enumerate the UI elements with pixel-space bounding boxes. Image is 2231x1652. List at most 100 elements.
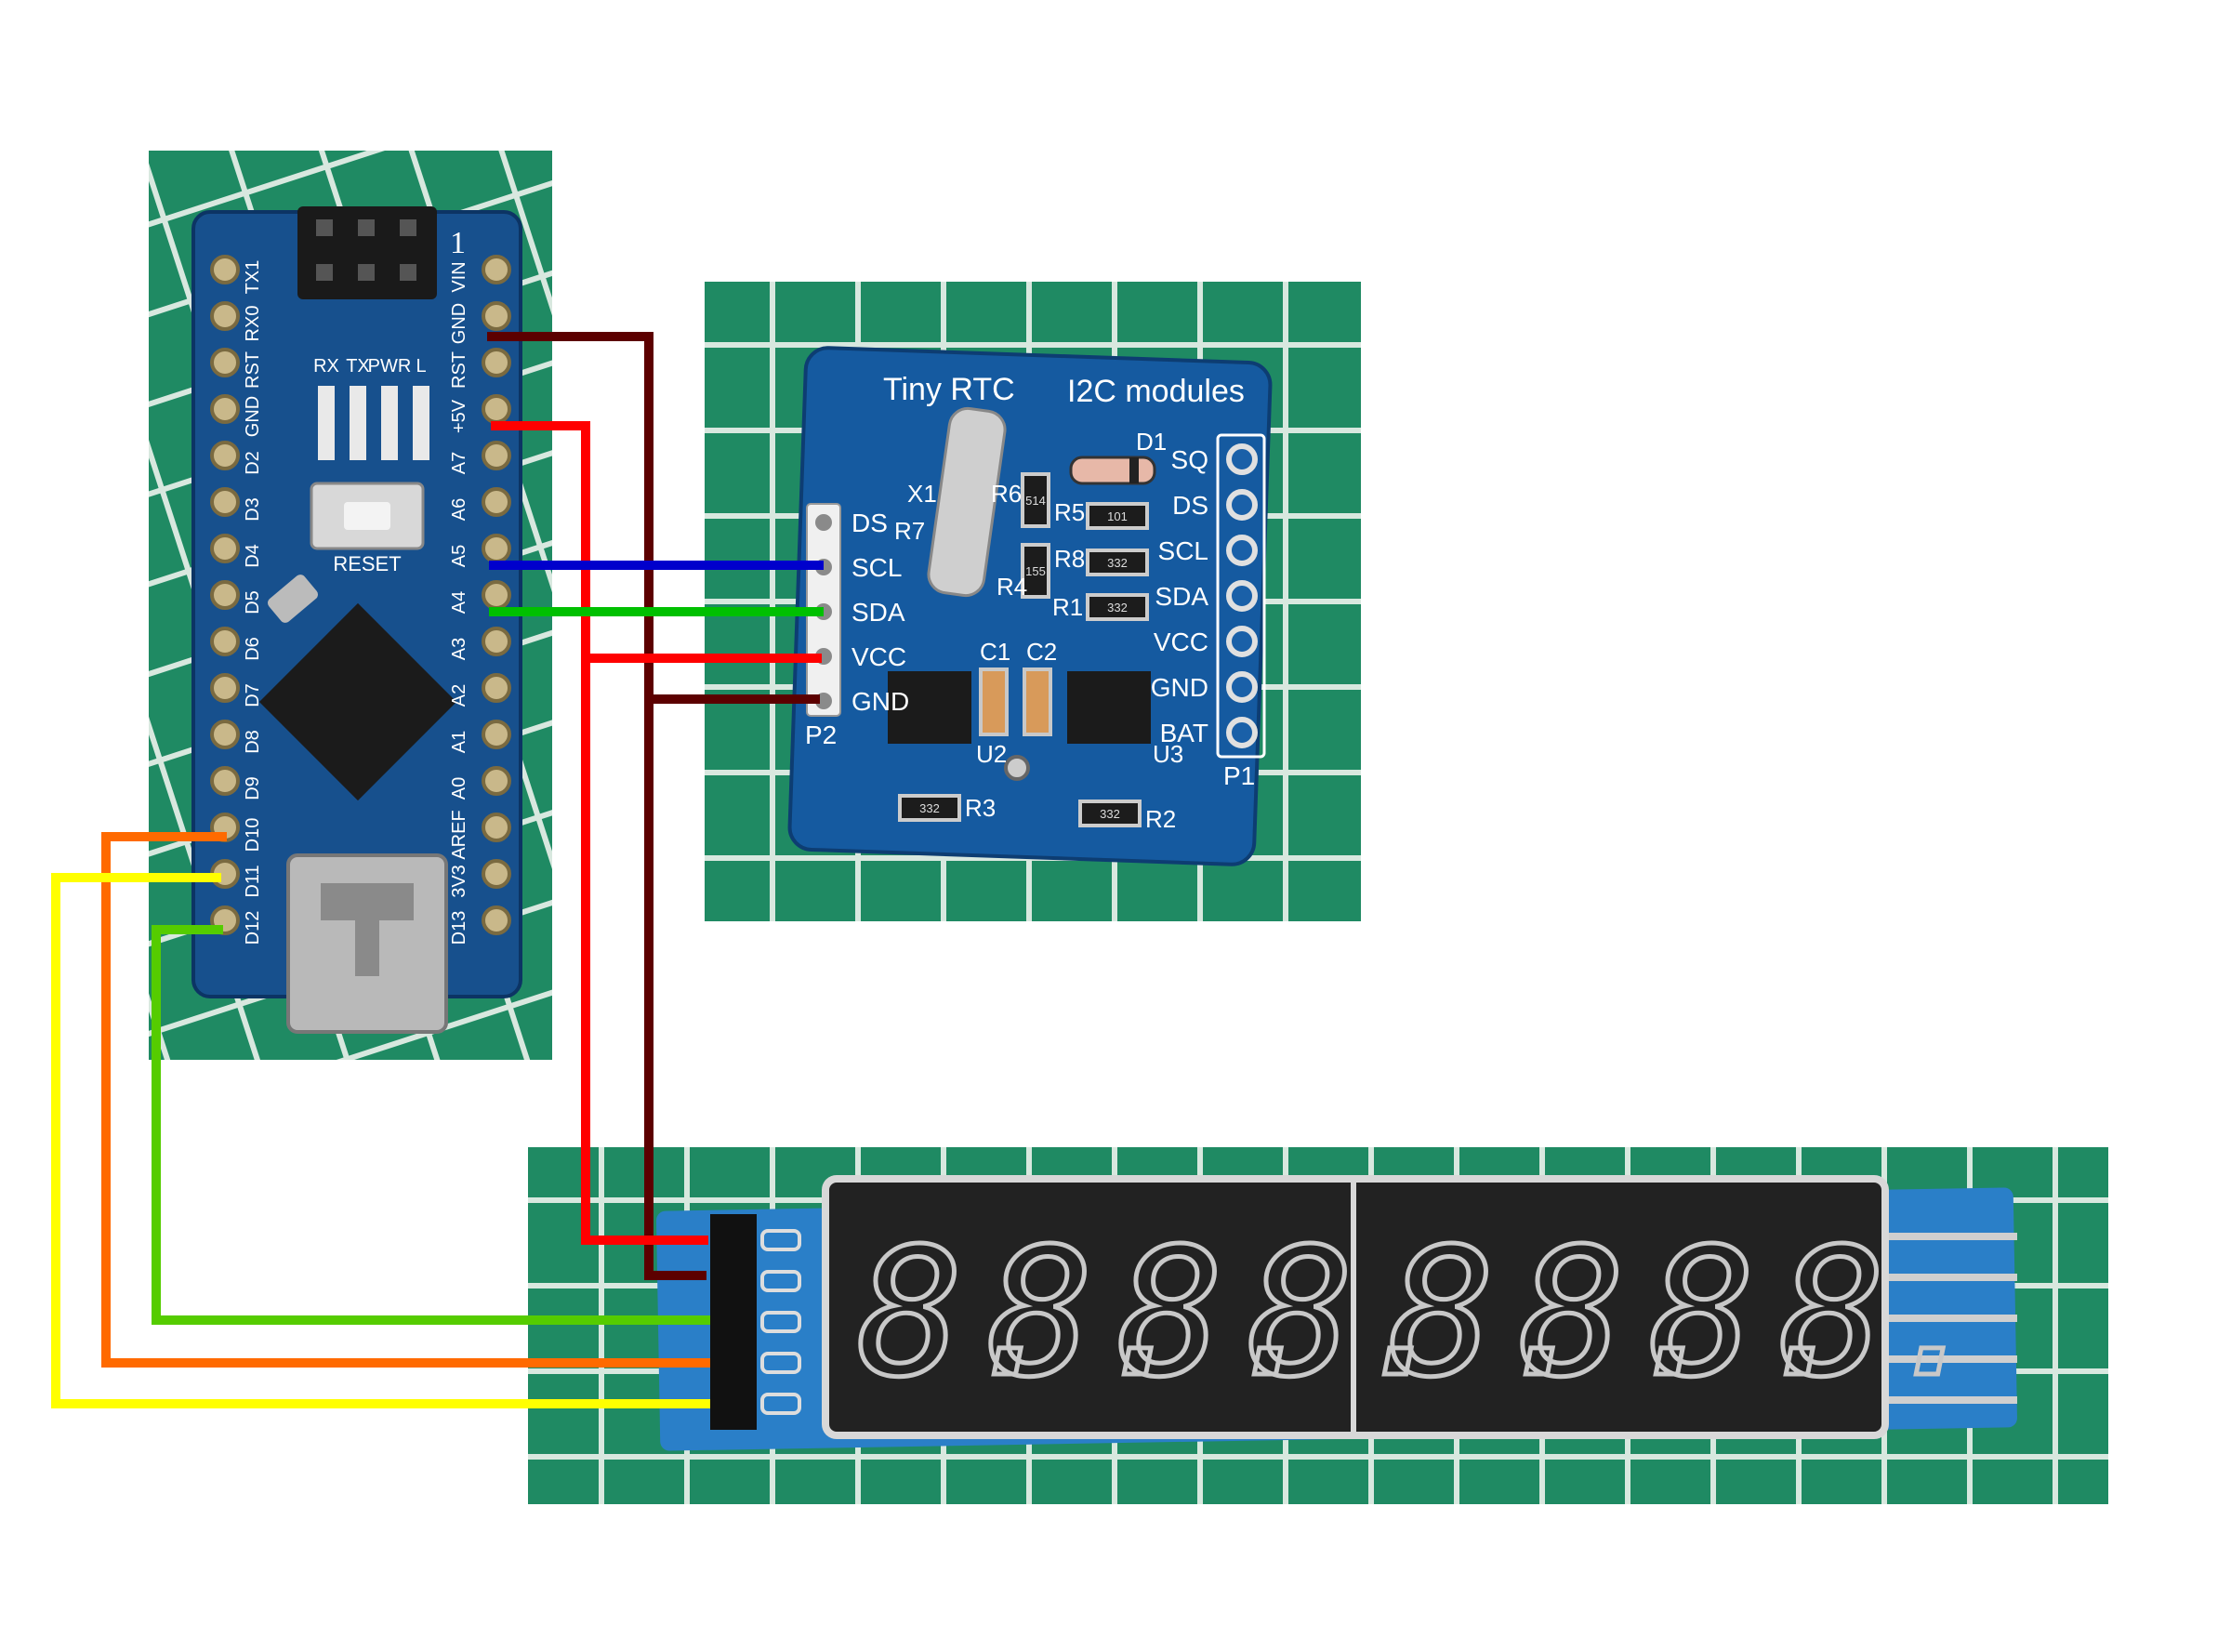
- rtc-resistor: [1086, 548, 1149, 576]
- display-input-pin-pad: [760, 1311, 801, 1333]
- rtc-component-label: R2: [1145, 805, 1176, 833]
- rtc-component-label: R7: [894, 517, 925, 545]
- display-input-pins: [760, 1229, 801, 1415]
- rtc-p1-pin: [1226, 580, 1258, 612]
- nano-right-pin-label: A3: [449, 638, 469, 660]
- icsp-pin1-label: 1: [450, 226, 466, 260]
- nano-pin-hole: [482, 301, 511, 331]
- rtc-component-label: R4: [997, 573, 1027, 601]
- nano-left-pin-label: GND: [243, 396, 263, 437]
- d11-wire: [51, 873, 710, 1408]
- seven-segment-display-photo: 8.8.8.8.8.8.8.8.: [528, 1147, 2108, 1504]
- nano-right-pin-label: RST: [449, 351, 469, 389]
- wires: [51, 332, 824, 1408]
- display-input-pin-pad: [760, 1229, 801, 1251]
- reset-label: RESET: [333, 552, 401, 575]
- nano-right-pin-label: AREF: [449, 810, 469, 859]
- rtc-p1-label: P1: [1223, 761, 1255, 790]
- nano-right-pin-label: A4: [449, 591, 469, 614]
- d12-wire: [152, 925, 710, 1325]
- nano-pin-hole: [210, 534, 240, 563]
- display-digit: 8.: [1779, 1210, 1992, 1416]
- nano-pin-hole: [210, 255, 240, 284]
- display-digit: 8.: [1649, 1210, 1862, 1416]
- nano-pin-hole: [210, 487, 240, 517]
- nano-right-pin-label: 3V3: [449, 865, 469, 898]
- nano-left-pin-label: D5: [243, 590, 263, 615]
- display-digit: 8.: [1248, 1210, 1460, 1416]
- rtc-component-label: R8: [1054, 545, 1085, 573]
- display-digits: 8.8.8.8.8.8.8.8.: [855, 1209, 1995, 1419]
- rtc-p2-pin-label: SCL: [851, 553, 902, 582]
- rtc-p2-pin-label: VCC: [851, 642, 906, 671]
- nano-pin-hole: [482, 627, 511, 656]
- rtc-subtitle: I2C modules: [1067, 374, 1245, 409]
- rtc-resistor: [1086, 593, 1149, 621]
- rtc-p1-pin-label: BAT: [1160, 719, 1208, 747]
- rtc-mounting-hole: [1004, 755, 1030, 781]
- rtc-resistor-code: 332: [1100, 807, 1120, 821]
- nano-right-pin-label: A2: [449, 684, 469, 707]
- nano-right-pin-label: A6: [449, 498, 469, 521]
- rtc-cap-c1: [979, 667, 1009, 736]
- rtc-chip-u3: [1067, 671, 1151, 744]
- display-digit: 8.: [1519, 1210, 1732, 1416]
- nano-pin-hole: [482, 534, 511, 563]
- rtc-component-label: U3: [1153, 740, 1183, 768]
- nano-pin-hole: [210, 394, 240, 424]
- vcc-wire-rtc: [491, 421, 822, 663]
- rtc-p2-pin-label: GND: [851, 687, 909, 716]
- display-input-pin-pad: [760, 1393, 801, 1415]
- nano-left-pin-label: RST: [243, 351, 263, 389]
- nano-pin-hole: [482, 487, 511, 517]
- display-output-pins: [1887, 1233, 2017, 1404]
- rtc-component-label: R3: [965, 794, 996, 822]
- nano-pin-hole: [482, 441, 511, 470]
- rtc-p1-pin: [1226, 443, 1258, 475]
- nano-led-label: TX: [346, 356, 370, 377]
- nano-pin-hole: [210, 301, 240, 331]
- rtc-component-label: R5: [1054, 498, 1085, 526]
- rtc-p2-label: P2: [805, 720, 837, 749]
- nano-left-pin-label: D6: [243, 637, 263, 661]
- nano-pin-hole: [210, 720, 240, 749]
- rtc-p2-pin: [815, 514, 832, 531]
- nano-pin-hole: [482, 905, 511, 935]
- rtc-component-label: R6: [991, 480, 1022, 508]
- nano-right-pin-label: VIN: [449, 261, 469, 292]
- rtc-p1-pin-label: SDA: [1155, 582, 1208, 611]
- display-input-pin-pad: [760, 1270, 801, 1292]
- rtc-component-label: C1: [980, 638, 1010, 666]
- rtc-p1-pin: [1226, 489, 1258, 521]
- rtc-chip-u2: [888, 671, 971, 744]
- nano-left-pin-label: D7: [243, 683, 263, 707]
- rtc-p1-pin: [1226, 671, 1258, 703]
- nano-pin-hole: [482, 673, 511, 703]
- nano-pin-hole: [482, 813, 511, 842]
- nano-right-pin-label: A1: [449, 731, 469, 753]
- rtc-component-label: X1: [907, 480, 937, 508]
- nano-left-pin-label: RX0: [243, 306, 263, 342]
- nano-led-label: PWR: [368, 356, 412, 377]
- rtc-resistor: [1021, 543, 1050, 599]
- nano-left-pin-label: D10: [243, 818, 263, 852]
- nano-left-pin-label: D12: [243, 911, 263, 945]
- rtc-component-label: R1: [1052, 593, 1083, 621]
- rtc-p1-pin-label: DS: [1172, 491, 1208, 520]
- nano-led: [318, 386, 335, 460]
- rtc-resistor-code: 101: [1107, 509, 1128, 523]
- display-digit: 8.: [857, 1210, 1070, 1416]
- nano-pin-hole: [482, 720, 511, 749]
- rtc-p1-header: [1216, 433, 1266, 759]
- rtc-component-label: D1: [1136, 428, 1167, 456]
- nano-pin-hole: [210, 441, 240, 470]
- rtc-title: Tiny RTC: [883, 372, 1015, 407]
- display-digit: 8.: [987, 1210, 1200, 1416]
- nano-right-pin-label: +5V: [449, 399, 469, 433]
- nano-left-pin-label: D2: [243, 451, 263, 475]
- nano-pin-hole: [210, 348, 240, 377]
- rtc-p1-pin-label: SCL: [1158, 536, 1208, 565]
